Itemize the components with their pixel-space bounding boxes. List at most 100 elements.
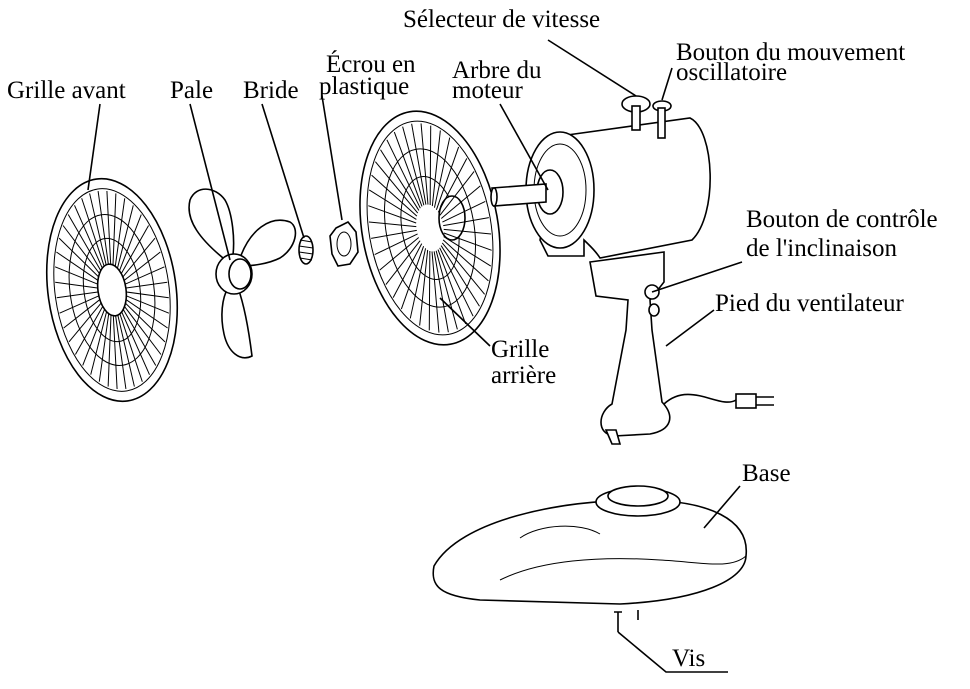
base-label: Base xyxy=(742,460,791,487)
grille-spoke xyxy=(124,306,162,355)
grille-spoke xyxy=(433,251,449,333)
blade-label: Pale xyxy=(170,77,214,104)
flange-label: Bride xyxy=(243,77,299,104)
grille-spoke xyxy=(402,126,425,206)
grille-spoke xyxy=(368,221,417,228)
grille-spoke xyxy=(443,217,489,227)
grille-spoke xyxy=(54,266,98,285)
tilt-knob-label-line1: Bouton de contrôle xyxy=(746,206,938,233)
grille-spoke xyxy=(435,250,458,330)
rear-grille-drawing xyxy=(359,110,501,346)
grille-spoke xyxy=(56,251,99,281)
grille-spoke xyxy=(122,309,157,366)
motor-drawing xyxy=(490,95,711,259)
grille-spoke xyxy=(429,125,432,206)
grille-spoke xyxy=(440,185,481,219)
grille-spoke xyxy=(55,281,98,289)
speed-selector-label: Sélecteur de vitesse xyxy=(403,6,601,33)
fan-stand-label: Pied du ventilateur xyxy=(715,290,904,317)
grille-spoke xyxy=(67,214,102,271)
grille-spoke xyxy=(371,229,417,239)
motor-shaft-label-line2: moteur xyxy=(452,77,523,104)
flange-drawing xyxy=(298,235,314,265)
grille-spoke xyxy=(58,237,99,278)
grille-spoke xyxy=(117,314,135,387)
grille-spoke xyxy=(122,237,156,278)
grille-spoke xyxy=(107,314,112,387)
grille-spoke xyxy=(115,315,127,390)
grille-spoke xyxy=(419,249,429,326)
grille-spoke xyxy=(89,193,107,266)
grille-spoke xyxy=(400,246,425,310)
grille-spoke xyxy=(125,266,165,285)
plastic-nut-label-line1: Écrou en xyxy=(326,51,416,78)
grille-spoke xyxy=(119,313,143,382)
grille-spoke xyxy=(431,251,440,333)
grille-spoke xyxy=(411,123,427,205)
grille-spoke xyxy=(98,313,110,382)
plastic-nut-label-line2: plastique xyxy=(319,73,410,100)
grille-spoke xyxy=(74,306,104,355)
grille-spoke xyxy=(443,232,492,251)
grille-spoke xyxy=(124,251,161,281)
grille-spoke xyxy=(437,249,467,325)
grille-spoke xyxy=(119,214,142,271)
rear-grille-label-line1: Grille xyxy=(491,336,550,363)
grille-spoke xyxy=(112,193,117,266)
grille-spoke xyxy=(120,225,150,274)
base-drawing xyxy=(432,485,747,632)
grille-spoke xyxy=(121,311,150,375)
grille-spoke xyxy=(442,239,489,282)
grille-spoke xyxy=(442,200,486,223)
grille-spoke xyxy=(63,299,100,329)
grille-spoke xyxy=(428,250,431,331)
grille-spoke xyxy=(126,291,169,299)
grille-spoke xyxy=(62,225,100,274)
oscillation-button-label-line1: Bouton du mouvement xyxy=(676,39,906,66)
plastic-nut-drawing xyxy=(329,220,359,267)
stand-drawing xyxy=(589,251,774,445)
grille-spoke xyxy=(440,245,480,307)
grille-spoke xyxy=(368,189,417,220)
grille-spoke xyxy=(386,139,421,209)
grille-spoke xyxy=(56,291,98,299)
front-grille-label: Grille avant xyxy=(7,77,126,104)
grille-spoke xyxy=(433,137,451,208)
grille-spoke xyxy=(116,205,134,269)
grille-spoke xyxy=(81,198,105,267)
grille-spoke xyxy=(441,242,486,295)
grille-spoke xyxy=(437,158,468,213)
grille-spoke xyxy=(125,299,168,329)
grille-spoke xyxy=(409,248,427,319)
grille-spoke xyxy=(74,205,103,269)
oscillation-button-label-line2: oscillatoire xyxy=(676,59,788,86)
grille-spoke xyxy=(420,123,429,205)
motor-shaft-label-line1: Arbre du xyxy=(452,57,542,84)
grille-spoke xyxy=(371,174,418,217)
grille-spoke xyxy=(379,237,420,271)
rear-grille-label-line2: arrière xyxy=(491,362,557,389)
screw-label: Vis xyxy=(672,645,706,672)
grille-spoke xyxy=(106,190,112,265)
grille-spoke xyxy=(380,149,420,211)
grille-spoke xyxy=(114,198,126,267)
grille-spoke xyxy=(443,236,492,267)
grille-spoke xyxy=(368,205,417,224)
grille-spoke xyxy=(439,171,475,216)
grille-spoke xyxy=(385,240,421,285)
grille-spoke xyxy=(374,233,418,256)
grille-spoke xyxy=(443,228,492,235)
grille-spoke xyxy=(68,302,102,343)
tilt-knob-label-line2: de l'inclinaison xyxy=(746,235,898,262)
grille-spoke xyxy=(125,302,166,343)
leader-lines xyxy=(87,39,743,673)
grille-spoke xyxy=(97,190,109,265)
grille-spoke xyxy=(374,161,419,214)
grille-spoke xyxy=(439,247,474,317)
grille-spoke xyxy=(59,295,99,314)
grille-spoke xyxy=(112,315,118,390)
grille-spoke xyxy=(392,243,423,298)
blade-drawing xyxy=(188,188,297,359)
